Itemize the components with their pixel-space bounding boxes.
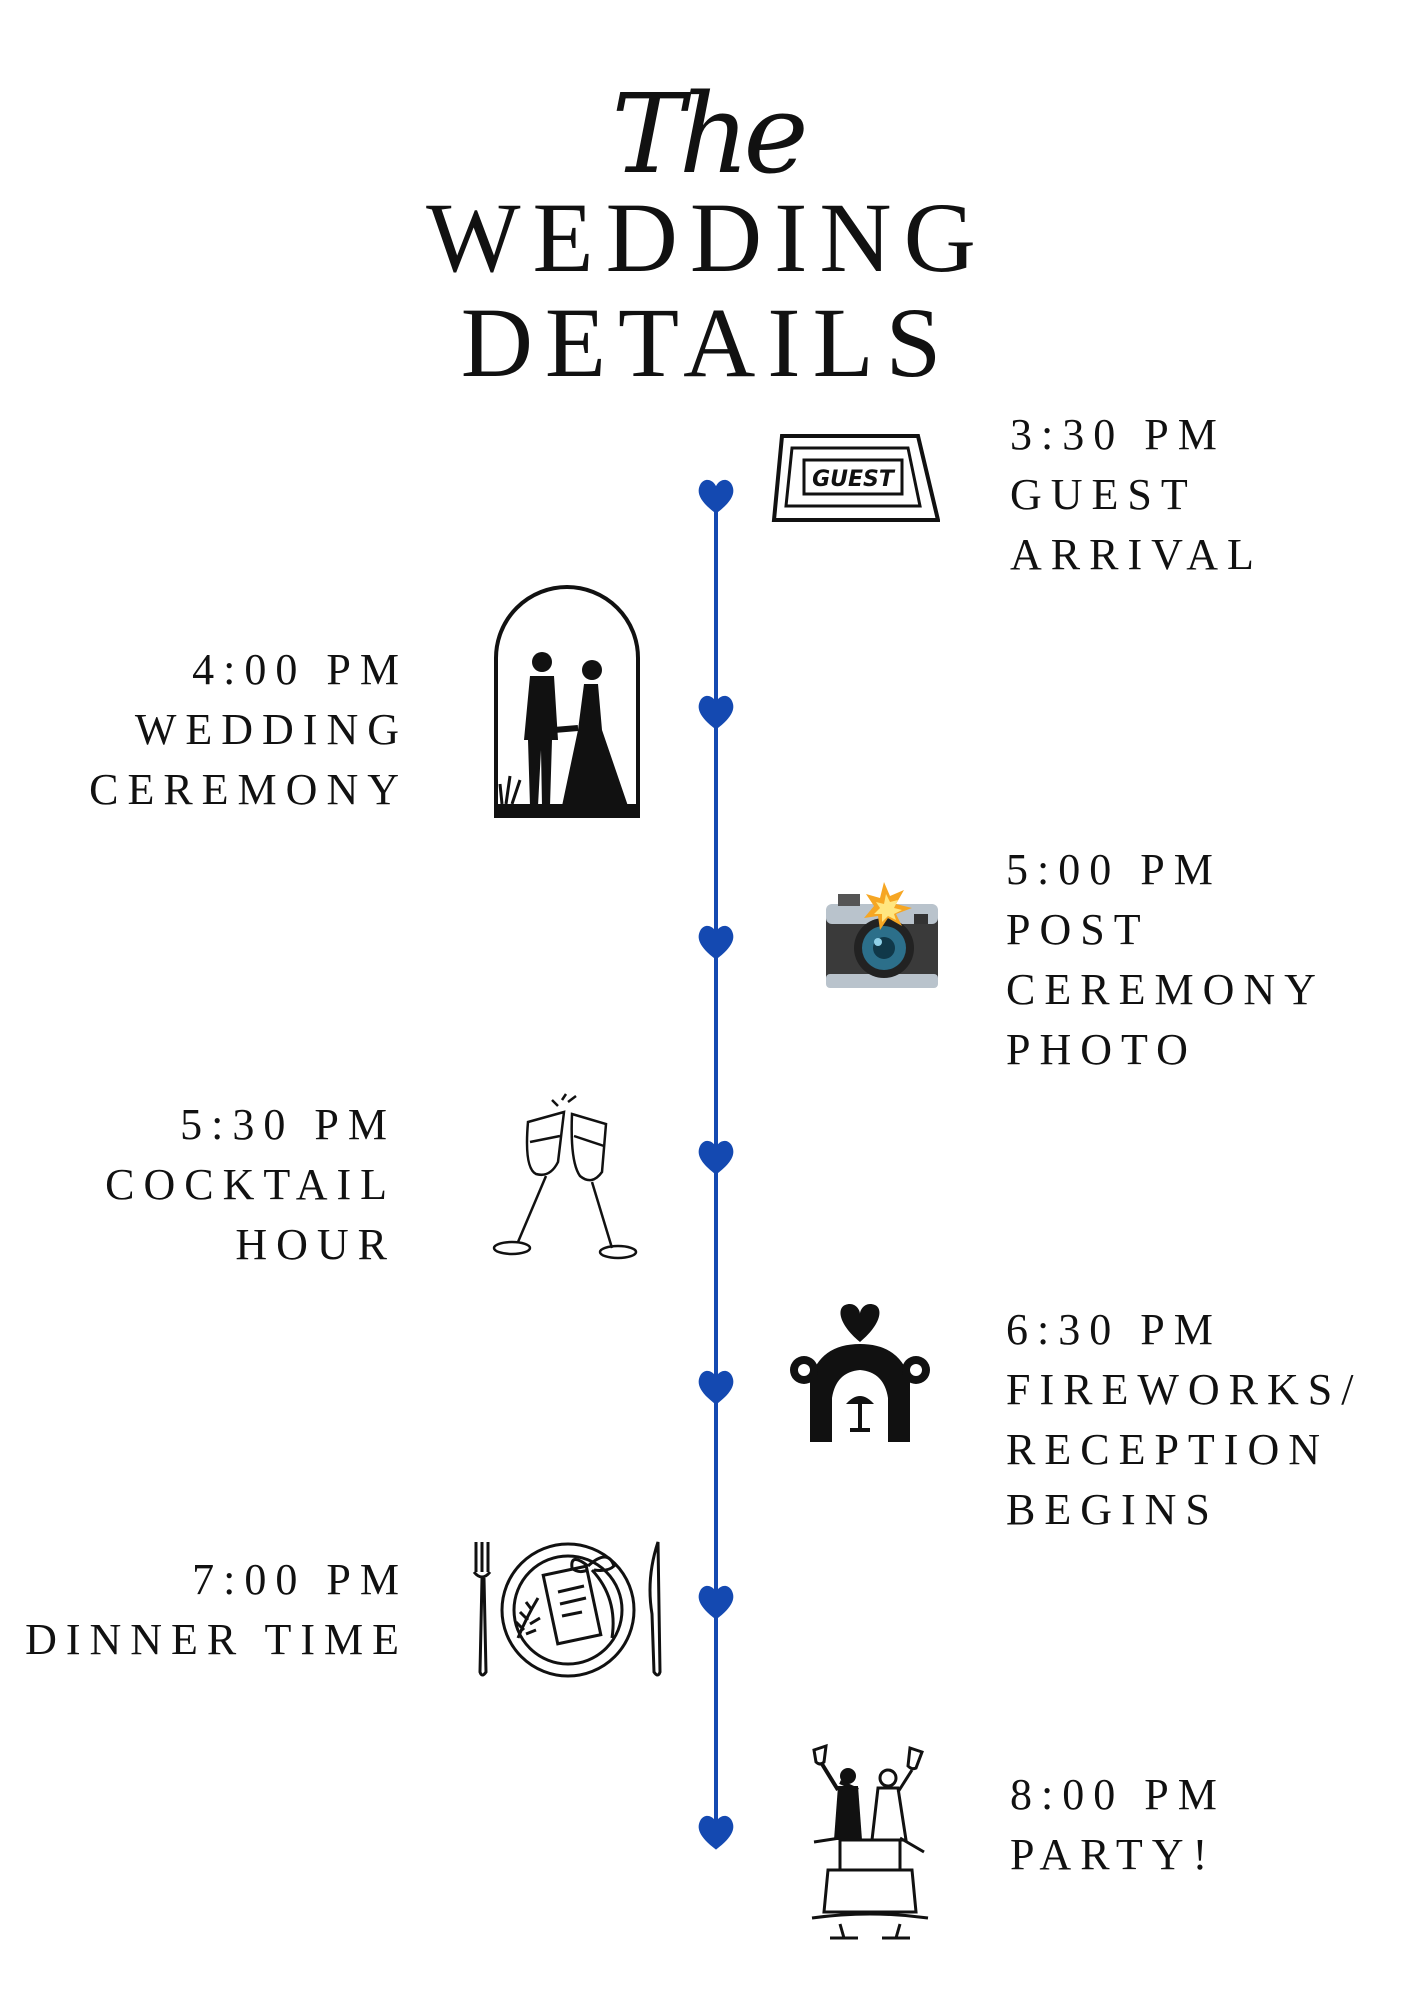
event-line: HOUR: [235, 1220, 396, 1269]
champagne-toast-icon: [492, 1093, 638, 1260]
event-time: 8:00 PM: [1010, 1770, 1226, 1819]
reception-arch-icon: [790, 1304, 930, 1442]
timeline-heart-icon: [698, 1370, 734, 1405]
event-line: FIREWORKS/: [1006, 1365, 1363, 1414]
event-line: COCKTAIL: [105, 1160, 396, 1209]
camera-flash-icon: [826, 882, 938, 988]
timeline-heart-icon: [698, 695, 734, 730]
event-line: CEREMONY: [1006, 965, 1325, 1014]
guest-ticket-icon: GUEST: [771, 434, 940, 522]
timeline-heart-icon: [698, 925, 734, 960]
event-8-00-label: 8:00 PM PARTY!: [1010, 1765, 1226, 1885]
event-line: PARTY!: [1010, 1830, 1217, 1879]
dinner-plate-icon: [472, 1541, 662, 1678]
timeline-heart-icon: [698, 1815, 734, 1850]
event-3-30-label: 3:30 PM GUEST ARRIVAL: [1010, 405, 1263, 585]
event-line: DINNER TIME: [25, 1615, 408, 1664]
event-line: GUEST: [1010, 470, 1197, 519]
event-time: 3:30 PM: [1010, 410, 1226, 459]
timeline-heart-icon: [698, 479, 734, 514]
event-5-30-label: 5:30 PM COCKTAIL HOUR: [105, 1095, 396, 1275]
event-line: RECEPTION: [1006, 1425, 1329, 1474]
event-line: ARRIVAL: [1010, 530, 1263, 579]
event-6-30-label: 6:30 PM FIREWORKS/ RECEPTION BEGINS: [1006, 1300, 1362, 1540]
event-line: BEGINS: [1006, 1485, 1219, 1534]
event-time: 4:00 PM: [192, 645, 408, 694]
timeline-heart-icon: [698, 1140, 734, 1175]
title-details: DETAILS: [460, 287, 954, 398]
event-5-00-label: 5:00 PM POST CEREMONY PHOTO: [1006, 840, 1325, 1080]
title-wedding: WEDDING: [426, 182, 988, 293]
event-line: CEREMONY: [89, 765, 408, 814]
event-line: PHOTO: [1006, 1025, 1197, 1074]
event-time: 5:00 PM: [1006, 845, 1222, 894]
title-script: The: [611, 70, 808, 198]
svg-text:GUEST: GUEST: [812, 467, 896, 492]
timeline-heart-icon: [698, 1585, 734, 1620]
event-time: 6:30 PM: [1006, 1305, 1222, 1354]
wedding-cake-couple-icon: [811, 1743, 929, 1940]
event-7-00-label: 7:00 PM DINNER TIME: [25, 1550, 408, 1670]
event-4-00-label: 4:00 PM WEDDING CEREMONY: [89, 640, 408, 820]
event-line: WEDDING: [134, 705, 408, 754]
event-line: POST: [1006, 905, 1150, 954]
event-time: 7:00 PM: [192, 1555, 408, 1604]
couple-silhouette-icon: [494, 585, 640, 818]
event-time: 5:30 PM: [180, 1100, 396, 1149]
